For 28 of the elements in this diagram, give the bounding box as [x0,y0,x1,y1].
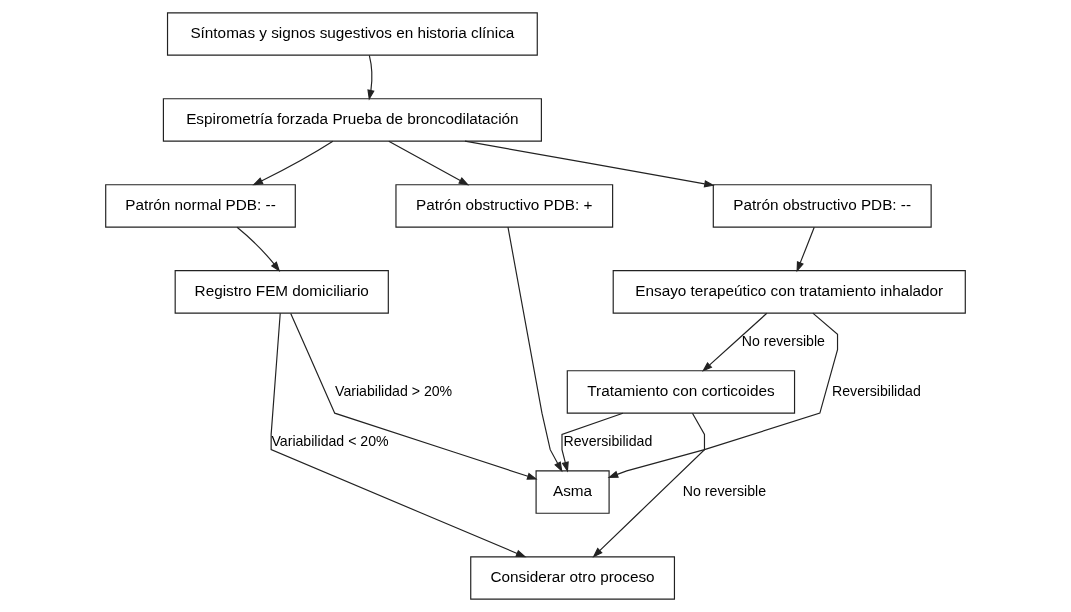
arrow [561,412,624,473]
arrow [252,140,334,186]
arrow [270,312,527,558]
arrow [702,312,768,372]
arrow [290,312,538,480]
edge-label: Variabilidad > 20% [335,382,453,399]
arrow [607,312,839,478]
arrow [367,54,375,101]
node-box: Considerar otro proceso [470,556,676,600]
node-box: Patrón normal PDB: -- [105,184,296,228]
node-box: Tratamiento con corticoides [566,370,796,414]
arrow [464,140,715,188]
node-box: Patrón obstructivo PDB: -- [712,184,932,228]
node-box: Registro FEM domiciliario [174,270,389,314]
node-box: Espirometría forzada Prueba de broncodilatación [162,98,542,142]
node-box: Ensayo terapeútico con tratamiento inhalador [612,270,966,314]
arrow [388,140,470,186]
arrow [507,226,563,473]
edge-label: Reversibilidad [832,382,921,399]
edge-label: No reversible [682,482,767,499]
arrow [796,226,815,273]
edge-label: No reversible [741,332,825,349]
arrow [236,226,281,273]
edge-label: Reversibilidad [563,432,653,449]
node-box: Síntomas y signos sugestivos en historia clínica [166,12,538,56]
arrow [592,412,706,558]
node-box: Asma [535,470,610,514]
node-box: Patrón obstructivo PDB: + [395,184,614,228]
